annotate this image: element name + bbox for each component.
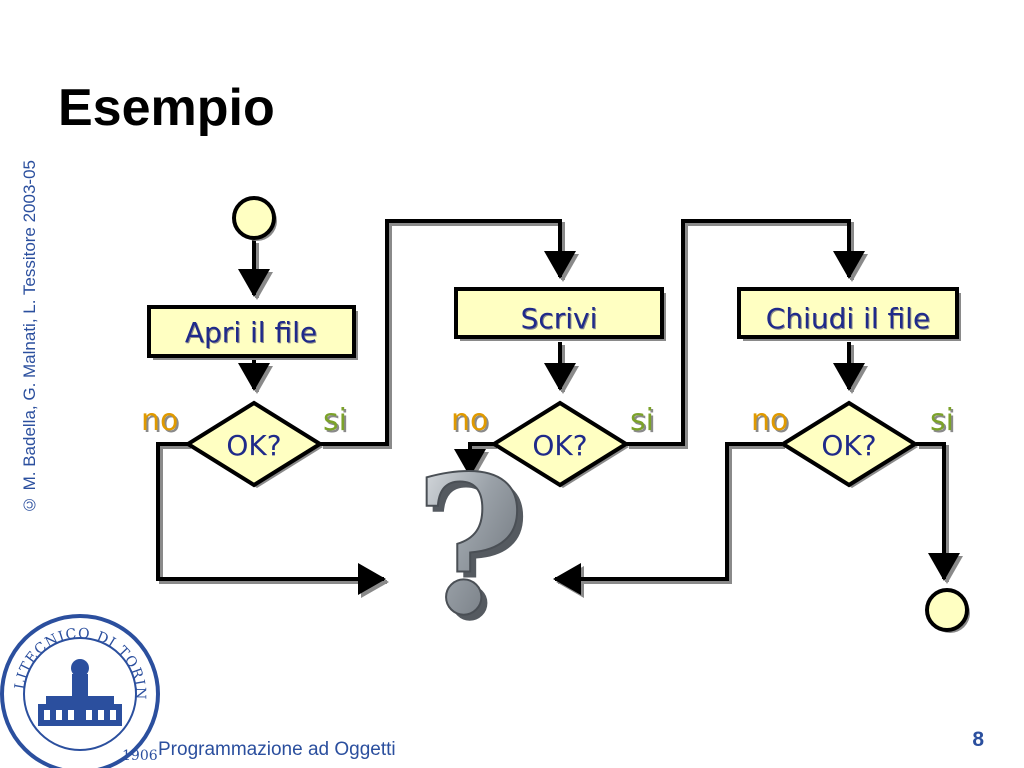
step-close-label: Chiudi il file — [766, 302, 930, 335]
no-label-1: no — [141, 403, 178, 438]
slide-title: Esempio — [58, 79, 275, 137]
question-mark-icon: ? ? — [413, 433, 531, 663]
step-open-label-shadow: Apri il file — [186, 317, 318, 350]
start-terminal — [232, 196, 276, 240]
connector-yes-1 — [320, 219, 576, 446]
si-label-3: si — [930, 403, 954, 438]
svg-text:1906: 1906 — [122, 748, 158, 764]
connector-yes-3 — [916, 442, 960, 581]
decision-3 — [779, 400, 919, 488]
svg-text:?: ? — [420, 440, 531, 663]
connector-no-1 — [156, 442, 386, 595]
step-open-label: Apri il file — [185, 316, 317, 349]
svg-text:no: no — [453, 405, 490, 440]
connector-shadows — [159, 222, 963, 598]
svg-text:si: si — [932, 405, 956, 440]
university-seal-logo: POLITECNICO DI TORINO 1906 — [0, 612, 160, 768]
decision-2-label: OK? — [532, 429, 587, 462]
decision-1 — [184, 400, 324, 488]
step-open-box — [147, 305, 356, 358]
svg-text:si: si — [632, 405, 656, 440]
si-label-1: si — [323, 403, 347, 438]
connector-no-2 — [454, 442, 494, 477]
svg-text:si: si — [325, 405, 349, 440]
svg-text:no: no — [143, 405, 180, 440]
step-write-label-shadow: Scrivi — [522, 303, 599, 336]
footer-course-title: Programmazione ad Oggetti — [158, 739, 396, 760]
no-label-2: no — [451, 403, 488, 438]
step-write-box — [454, 287, 664, 339]
step-close-box — [737, 287, 959, 339]
svg-text:?: ? — [414, 434, 525, 657]
si-label-2: si — [630, 403, 654, 438]
connectors — [156, 219, 960, 595]
decision-2 — [490, 400, 630, 488]
copyright-note: © M. Badella, G. Malnati, L. Tessitore 2… — [20, 160, 39, 515]
end-terminal — [925, 588, 969, 632]
decision-1-label: OK? — [226, 429, 281, 462]
step-write-label: Scrivi — [521, 302, 598, 335]
no-label-3: no — [751, 403, 788, 438]
connector-no-3 — [553, 442, 782, 595]
page-number: 8 — [972, 728, 984, 751]
step-close-label-shadow: Chiudi il file — [767, 303, 931, 336]
decision-3-label: OK? — [821, 429, 876, 462]
svg-text:no: no — [753, 405, 790, 440]
connector-yes-2 — [626, 219, 865, 446]
branch-labels: no no si si no no si si no no si si — [141, 403, 956, 440]
